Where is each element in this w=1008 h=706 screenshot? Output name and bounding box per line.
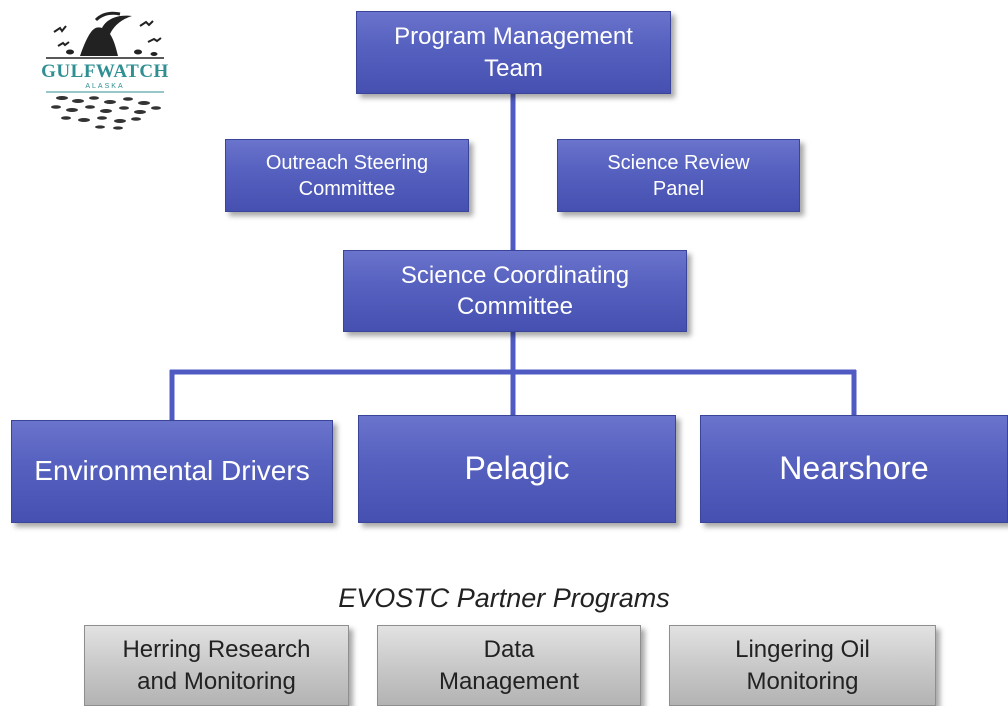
herring-research-box: Herring Research and Monitoring	[84, 625, 349, 706]
nearshore-box: Nearshore	[700, 415, 1008, 523]
data-management-box: Data Management	[377, 625, 641, 706]
partner-programs-heading: EVOSTC Partner Programs	[338, 583, 670, 613]
program-management-team-box: Program Management Team	[356, 11, 671, 94]
logo-subtitle: ALASKA	[85, 83, 125, 90]
outreach-steering-committee-box: Outreach Steering Committee	[225, 139, 469, 212]
environmental-drivers-box: Environmental Drivers	[11, 420, 333, 523]
logo-graphic	[46, 11, 164, 130]
lingering-oil-monitoring-box: Lingering Oil Monitoring	[669, 625, 936, 706]
pelagic-box: Pelagic	[358, 415, 676, 523]
gulfwatch-logo: GULFWATCH ALASKA	[40, 8, 170, 130]
science-coordinating-committee-box: Science Coordinating Committee	[343, 250, 687, 332]
science-review-panel-box: Science Review Panel	[557, 139, 800, 212]
logo-wordmark: GULFWATCH	[41, 61, 169, 82]
